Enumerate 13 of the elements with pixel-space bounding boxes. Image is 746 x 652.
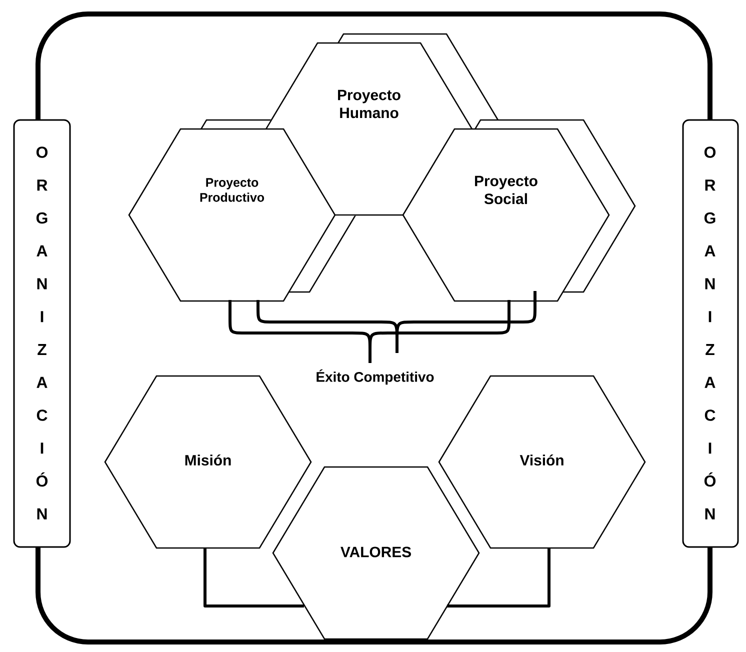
node-label: Proyecto Productivo	[200, 178, 264, 202]
brace-connector	[368, 300, 510, 363]
hexagon: Visión	[438, 375, 646, 549]
brace-connector	[447, 548, 550, 608]
vertical-label-bar: ORGANIZACIÓN	[682, 119, 739, 548]
caption-text: Éxito Competitivo	[316, 369, 434, 385]
hexagon: VALORES	[272, 466, 480, 640]
stacked-hexagon: Proyecto Social	[402, 119, 636, 302]
hexagon: Misión	[104, 375, 312, 549]
brace-connector	[204, 548, 304, 608]
vertical-label-bar: ORGANIZACIÓN	[13, 119, 71, 548]
stacked-hexagon: Proyecto Productivo	[128, 119, 362, 302]
brace-connector	[396, 291, 536, 353]
